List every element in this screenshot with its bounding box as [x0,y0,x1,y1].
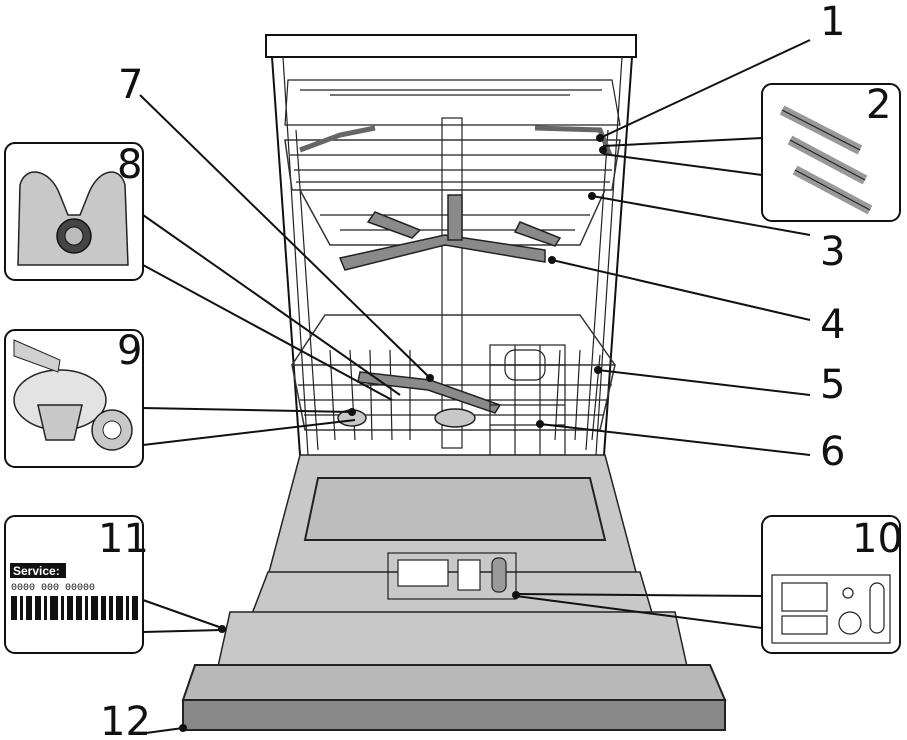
callout-7: 7 [118,62,143,108]
inset-box-11: Service: 0000 000 00000 [4,515,144,654]
callout-12: 12 [100,699,151,740]
inset-box-2 [761,83,901,222]
upper-spray-arm [338,194,562,271]
callout-11: 11 [98,516,149,562]
door-bottom-frame [181,664,727,731]
detergent-dispenser [387,552,517,600]
callout-10: 10 [852,516,903,562]
leader-lines [139,39,811,734]
callout-3: 3 [820,229,845,275]
callout-1: 1 [820,0,845,45]
service-label-bg [10,563,66,578]
callout-5: 5 [820,362,845,408]
callout-2: 2 [866,82,891,128]
upper-rack-adjuster-left [299,125,376,153]
inset-box-10 [761,515,901,654]
leader-dots [179,134,607,732]
barcode [11,596,138,620]
inset-box-9 [4,329,144,468]
callout-4: 4 [820,302,845,348]
door-inner-panel [214,454,691,681]
callout-8: 8 [117,142,142,188]
inset-box-8 [4,142,144,281]
service-code: 0000 000 00000 [11,583,95,594]
service-title: Service: [13,564,60,578]
callout-9: 9 [117,328,142,374]
callout-6: 6 [820,429,845,475]
dishwasher-cabinet [265,34,637,456]
